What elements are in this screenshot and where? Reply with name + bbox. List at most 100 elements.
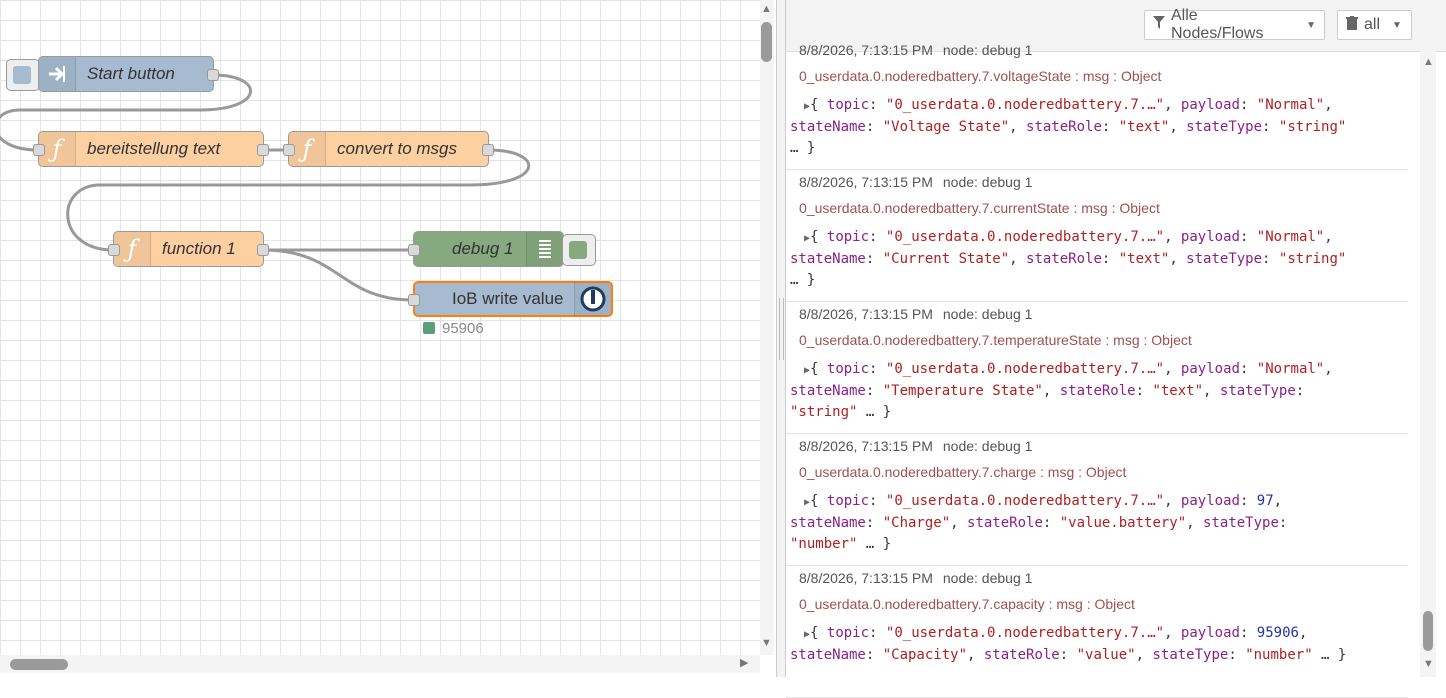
scroll-down-icon[interactable]: ▼ xyxy=(1423,658,1434,670)
scroll-thumb[interactable] xyxy=(761,22,772,62)
debug-toggle-button[interactable] xyxy=(562,234,596,266)
property-value: "value.battery" xyxy=(1059,515,1187,531)
punctuation: { xyxy=(810,229,827,245)
property-value: "text" xyxy=(1152,383,1204,399)
punctuation: , xyxy=(1009,119,1027,135)
output-port[interactable] xyxy=(257,244,269,256)
function-icon: ƒ xyxy=(114,232,151,266)
node-label: Start button xyxy=(87,64,175,83)
node-status-text: 95906 xyxy=(442,320,484,337)
inject-trigger-button[interactable] xyxy=(6,59,40,91)
property-key: stateName xyxy=(790,647,866,663)
expand-triangle-icon[interactable]: ▶ xyxy=(804,233,811,244)
property-key: stateName xyxy=(790,383,866,399)
punctuation: : xyxy=(865,383,883,399)
punctuation: : xyxy=(865,515,883,531)
message-timestamp: 8/8/2026, 7:13:15 PM xyxy=(799,174,933,190)
node-start-button[interactable]: Start button xyxy=(38,56,219,92)
payload-line-end: … } xyxy=(790,140,816,156)
message-node-link[interactable]: node: debug 1 xyxy=(942,438,1033,454)
punctuation: … } xyxy=(1312,647,1347,663)
input-port[interactable] xyxy=(33,144,45,156)
punctuation: : xyxy=(1239,493,1257,509)
message-payload-tree[interactable]: ▶{ topic: "0_userdata.0.noderedbattery.7… xyxy=(790,95,1402,159)
debug-sidebar: Alle Nodes/Flows ▼ all ▼ 8/8/2026, 7:13:… xyxy=(786,0,1446,698)
property-key: stateType xyxy=(1152,647,1229,663)
punctuation: { xyxy=(810,97,827,113)
expand-triangle-icon[interactable]: ▶ xyxy=(804,365,811,376)
node-iob-write-value[interactable]: IoB write value xyxy=(408,281,613,317)
payload-line-end: "number" … } xyxy=(790,536,892,552)
property-value: "string" xyxy=(1278,119,1347,135)
punctuation: , xyxy=(1186,515,1204,531)
message-node-link[interactable]: node: debug 1 xyxy=(942,570,1033,586)
input-port[interactable] xyxy=(283,144,295,156)
property-value: "Current State" xyxy=(882,251,1010,267)
clear-messages-button[interactable]: all ▼ xyxy=(1337,10,1412,40)
input-port[interactable] xyxy=(408,244,420,256)
property-value: "Normal" xyxy=(1256,361,1325,377)
message-payload-tree[interactable]: ▶{ topic: "0_userdata.0.noderedbattery.7… xyxy=(790,491,1402,555)
node-convert-to-msgs[interactable]: ƒ convert to msgs xyxy=(283,131,494,167)
punctuation: : xyxy=(1295,383,1305,399)
message-topic: 0_userdata.0.noderedbattery.7.temperatur… xyxy=(799,332,1192,348)
expand-triangle-icon[interactable]: ▶ xyxy=(804,497,811,508)
expand-triangle-icon[interactable]: ▶ xyxy=(804,101,811,112)
punctuation: : xyxy=(1228,647,1246,663)
output-port[interactable] xyxy=(257,144,269,156)
arrow-in-icon xyxy=(39,57,76,91)
node-label: function 1 xyxy=(162,239,236,258)
property-key: payload xyxy=(1180,625,1240,641)
payload-line: stateName: "Charge", stateRole: "value.b… xyxy=(790,515,1287,531)
message-payload-tree[interactable]: ▶{ topic: "0_userdata.0.noderedbattery.7… xyxy=(790,623,1402,666)
scroll-thumb[interactable] xyxy=(1423,611,1433,651)
sidebar-vertical-scrollbar[interactable]: ▲ ▼ xyxy=(1420,51,1436,677)
payload-line: stateName: "Capacity", stateRole: "value… xyxy=(790,647,1346,663)
output-port[interactable] xyxy=(207,69,219,81)
punctuation: , xyxy=(1009,251,1027,267)
filter-nodes-button[interactable]: Alle Nodes/Flows ▼ xyxy=(1144,7,1325,42)
canvas-vertical-scrollbar[interactable]: ▲ ▼ xyxy=(760,0,774,655)
scroll-down-icon[interactable]: ▼ xyxy=(761,637,772,649)
message-node-link[interactable]: node: debug 1 xyxy=(942,42,1033,58)
scroll-thumb[interactable] xyxy=(10,659,68,670)
property-key: stateRole xyxy=(983,647,1060,663)
property-key: stateRole xyxy=(1059,383,1136,399)
input-port[interactable] xyxy=(408,294,420,306)
property-value: "0_userdata.0.noderedbattery.7.…" xyxy=(885,625,1165,641)
message-node-link[interactable]: node: debug 1 xyxy=(942,174,1033,190)
scroll-up-icon[interactable]: ▲ xyxy=(1423,56,1434,68)
scroll-right-icon[interactable]: ▶ xyxy=(740,657,749,669)
punctuation: : xyxy=(1239,229,1257,245)
property-value: "string" xyxy=(790,404,858,420)
expand-triangle-icon[interactable]: ▶ xyxy=(804,629,811,640)
message-topic: 0_userdata.0.noderedbattery.7.currentSta… xyxy=(799,200,1160,216)
canvas-horizontal-scrollbar[interactable]: ▶ xyxy=(0,655,760,673)
punctuation: , xyxy=(950,515,968,531)
property-value: "Normal" xyxy=(1256,229,1325,245)
node-bereitstellung-text[interactable]: ƒ bereitstellung text xyxy=(33,131,269,167)
property-key: payload xyxy=(1180,97,1240,113)
input-port[interactable] xyxy=(108,244,120,256)
message-payload-tree[interactable]: ▶{ topic: "0_userdata.0.noderedbattery.7… xyxy=(790,227,1402,291)
node-function-1[interactable]: ƒ function 1 xyxy=(108,231,269,267)
message-payload-tree[interactable]: ▶{ topic: "0_userdata.0.noderedbattery.7… xyxy=(790,359,1402,423)
property-key: stateRole xyxy=(967,515,1043,531)
node-debug-1[interactable]: debug 1 xyxy=(408,231,564,267)
punctuation: : xyxy=(869,493,886,509)
punctuation: , xyxy=(1164,493,1181,509)
property-key: stateType xyxy=(1186,119,1263,135)
scroll-up-icon[interactable]: ▲ xyxy=(761,3,772,15)
wire-start-to-bereit xyxy=(0,73,252,152)
message-node-link[interactable]: node: debug 1 xyxy=(942,306,1033,322)
flow-canvas[interactable]: Start button ƒ bereitstellung text ƒ con… xyxy=(0,0,760,655)
output-port[interactable] xyxy=(482,144,494,156)
sidebar-resize-handle[interactable] xyxy=(776,0,786,677)
punctuation: , xyxy=(1324,229,1333,245)
